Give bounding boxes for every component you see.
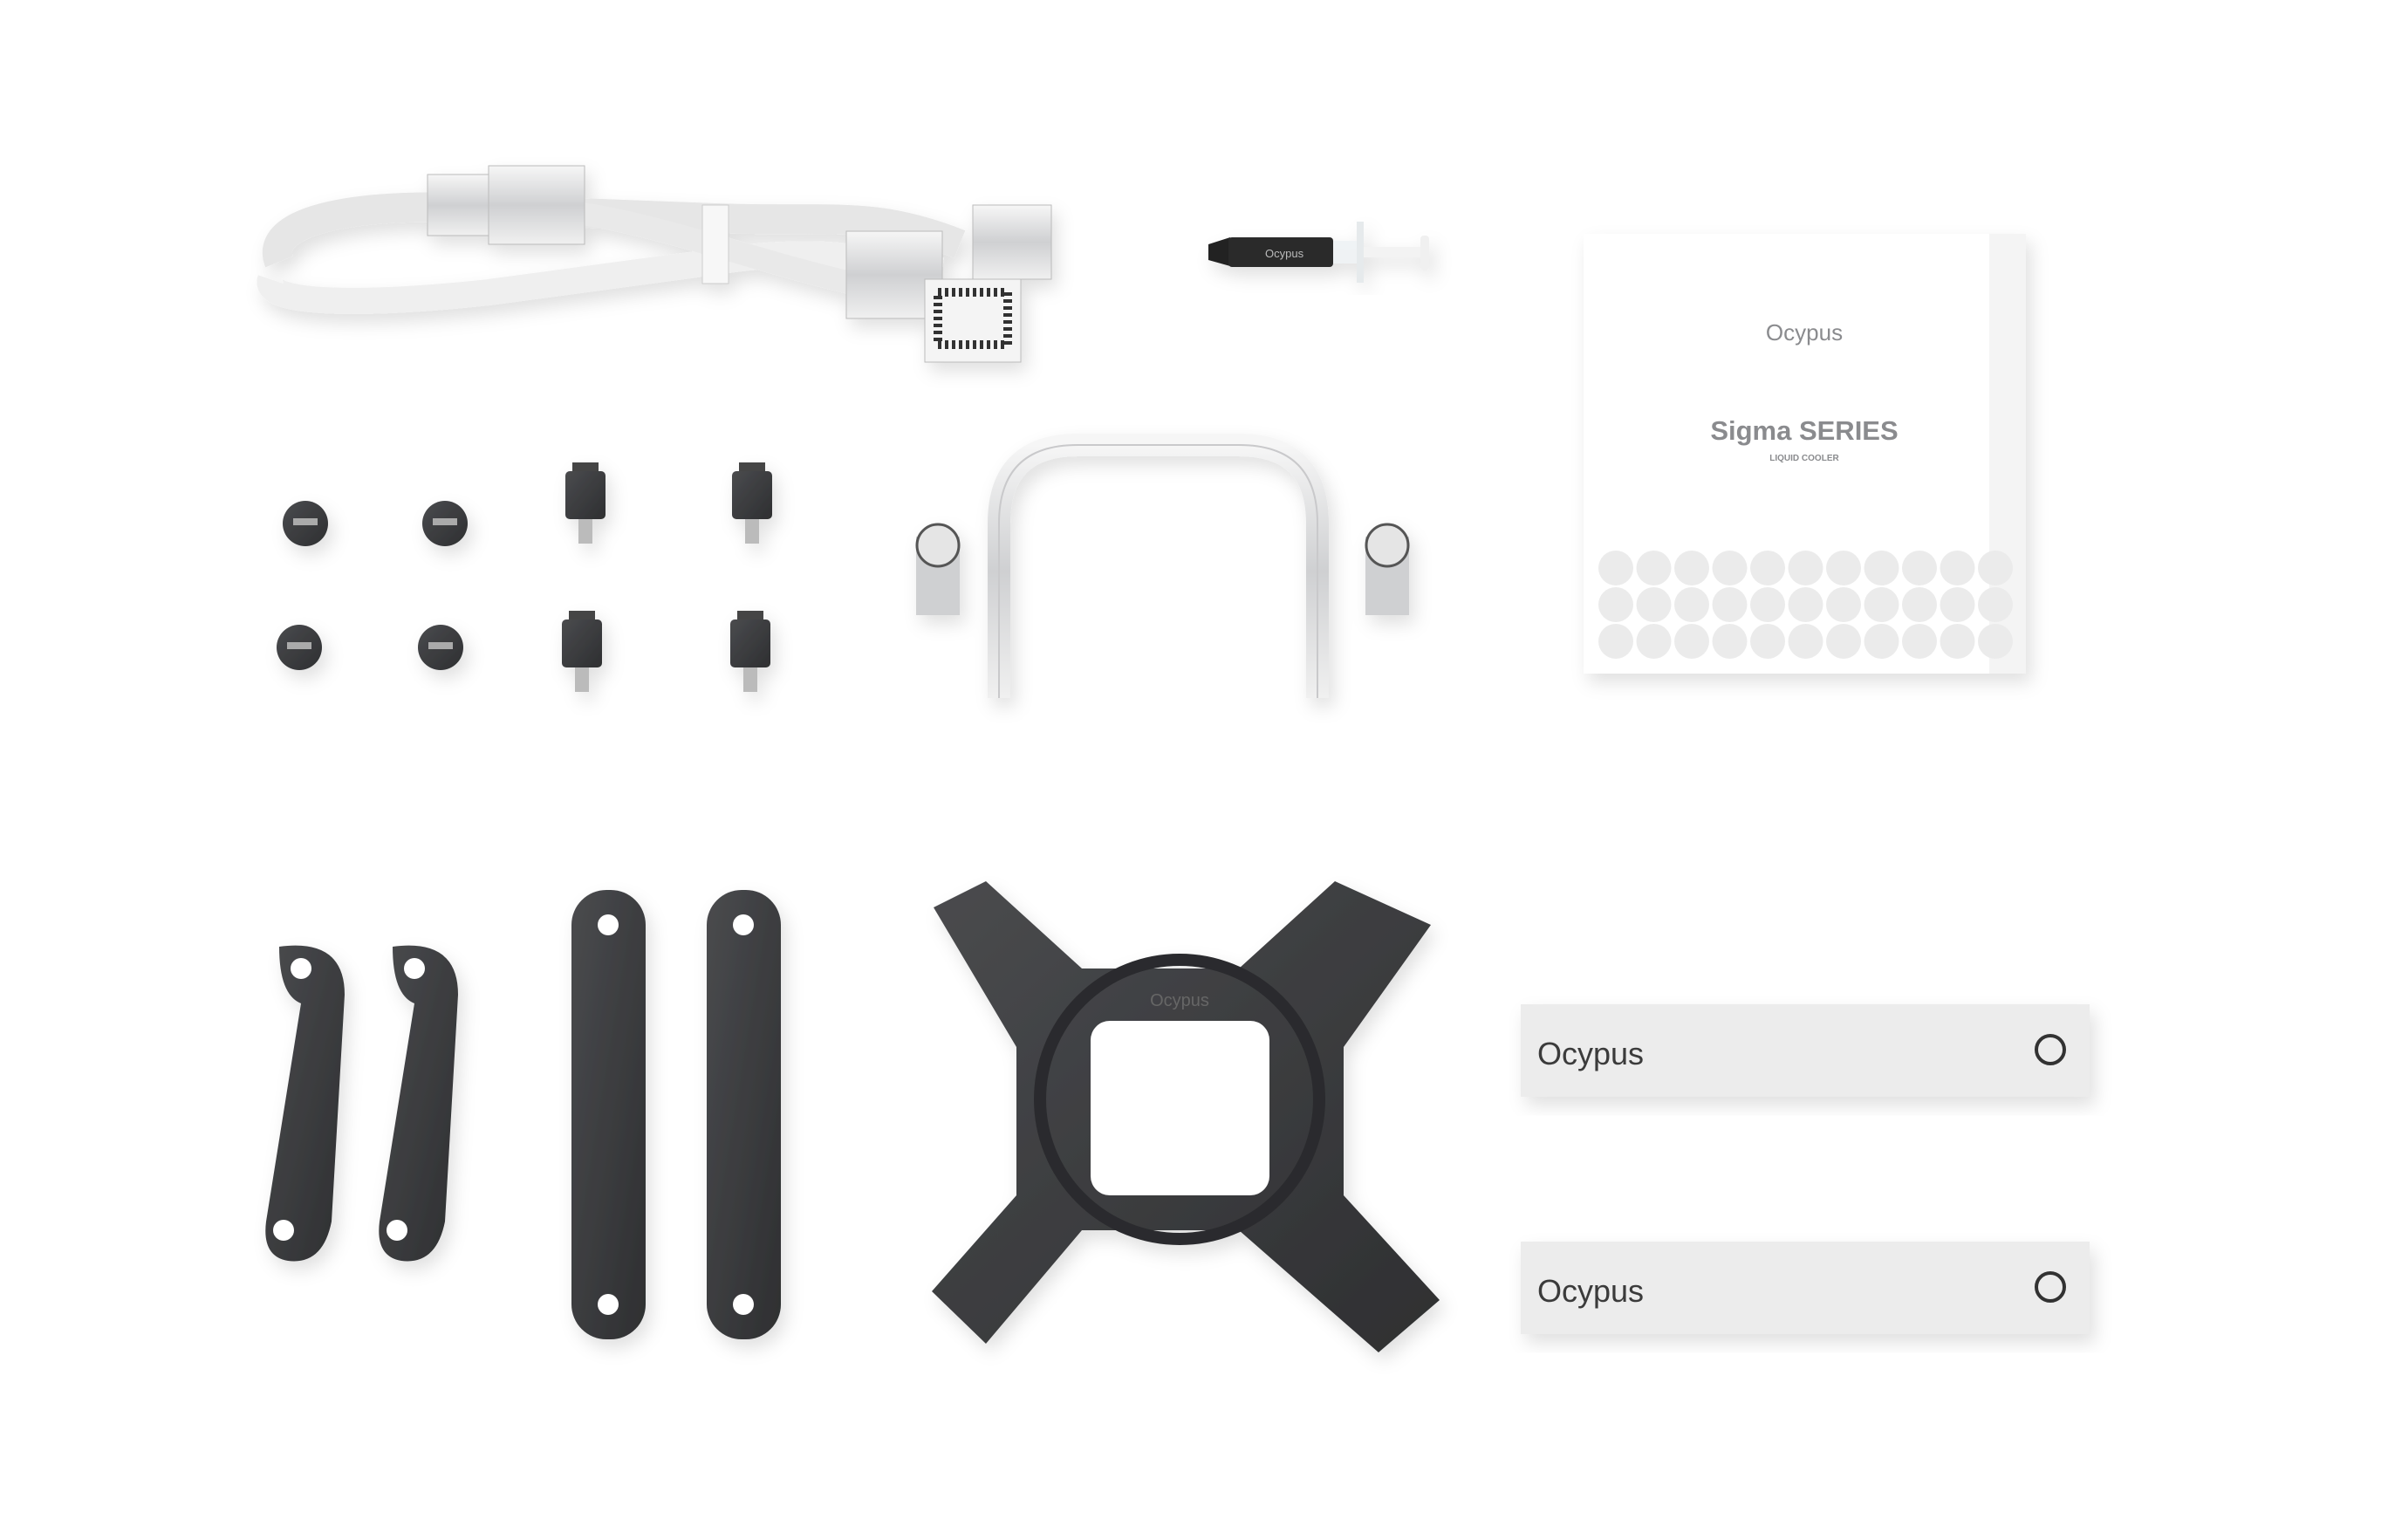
rubber-pad bbox=[1712, 551, 1748, 585]
standoff-screw bbox=[562, 611, 602, 692]
long-amd-brackets bbox=[571, 890, 781, 1339]
standoffs bbox=[562, 462, 772, 692]
backplate: Ocypus bbox=[932, 881, 1440, 1352]
rgb-fan-cable bbox=[257, 165, 1052, 363]
rubber-pad bbox=[1712, 624, 1748, 659]
short-bracket bbox=[265, 945, 345, 1262]
rubber-pad bbox=[1674, 587, 1709, 622]
rubber-pad bbox=[1674, 624, 1709, 659]
thumb-nut bbox=[418, 625, 463, 670]
standoff-screw bbox=[732, 462, 772, 544]
velcro-strap: Ocypus bbox=[1521, 1004, 2090, 1097]
rubber-pad bbox=[1902, 587, 1937, 622]
rubber-pad bbox=[1864, 624, 1899, 659]
rubber-pad bbox=[1864, 587, 1899, 622]
rubber-pad bbox=[1750, 624, 1785, 659]
rubber-pad bbox=[1636, 587, 1672, 622]
rubber-pad bbox=[1978, 587, 2013, 622]
rubber-pad bbox=[1940, 587, 1975, 622]
rubber-pad bbox=[1788, 587, 1823, 622]
rubber-pad bbox=[1636, 551, 1672, 585]
rubber-pad bbox=[1750, 587, 1785, 622]
standoff-screw bbox=[730, 611, 770, 692]
standoff-screw bbox=[565, 462, 606, 544]
rubber-pad bbox=[1598, 587, 1633, 622]
rubber-pad bbox=[1598, 551, 1633, 585]
short-intel-brackets bbox=[265, 945, 458, 1262]
rubber-pad bbox=[1978, 624, 2013, 659]
rubber-pad bbox=[1826, 587, 1861, 622]
thumb-nuts bbox=[277, 501, 468, 670]
rubber-pad-sheet bbox=[1598, 551, 2013, 659]
rubber-pad bbox=[1788, 624, 1823, 659]
strap-brand: Ocypus bbox=[1537, 1273, 1644, 1309]
syringe-brand-label: Ocypus bbox=[1265, 247, 1304, 260]
rubber-pad bbox=[1940, 624, 1975, 659]
rubber-pad bbox=[1636, 624, 1672, 659]
long-bracket bbox=[571, 890, 646, 1339]
cable-straps: Ocypus Ocypus bbox=[1521, 1004, 2090, 1334]
rubber-pad bbox=[1826, 624, 1861, 659]
rubber-pad bbox=[1712, 587, 1748, 622]
short-bracket bbox=[379, 945, 458, 1262]
strap-brand: Ocypus bbox=[1537, 1036, 1644, 1071]
instruction-manual: Ocypus Sigma SERIES LIQUID COOLER bbox=[1584, 234, 2026, 674]
long-bracket bbox=[707, 890, 781, 1339]
cpu-mounting-bracket bbox=[915, 434, 1410, 698]
rubber-pad bbox=[1902, 624, 1937, 659]
velcro-strap: Ocypus bbox=[1521, 1242, 2090, 1334]
rubber-pad bbox=[1826, 551, 1861, 585]
rubber-pad bbox=[1598, 624, 1633, 659]
rubber-pad bbox=[1788, 551, 1823, 585]
rubber-pad bbox=[1940, 551, 1975, 585]
thumb-nut bbox=[277, 625, 322, 670]
backplate-brand: Ocypus bbox=[1150, 991, 1209, 1010]
thermal-paste-syringe: Ocypus bbox=[1208, 222, 1429, 283]
rubber-pad bbox=[1750, 551, 1785, 585]
rubber-pad bbox=[1978, 551, 2013, 585]
manual-brand: Ocypus bbox=[1766, 319, 1843, 346]
manual-subtitle: LIQUID COOLER bbox=[1769, 454, 1839, 463]
thumb-nut bbox=[283, 501, 328, 546]
thumb-nut bbox=[422, 501, 468, 546]
rubber-pad bbox=[1674, 551, 1709, 585]
manual-series-title: Sigma SERIES bbox=[1710, 415, 1898, 446]
rubber-pad bbox=[1902, 551, 1937, 585]
rubber-pad bbox=[1864, 551, 1899, 585]
